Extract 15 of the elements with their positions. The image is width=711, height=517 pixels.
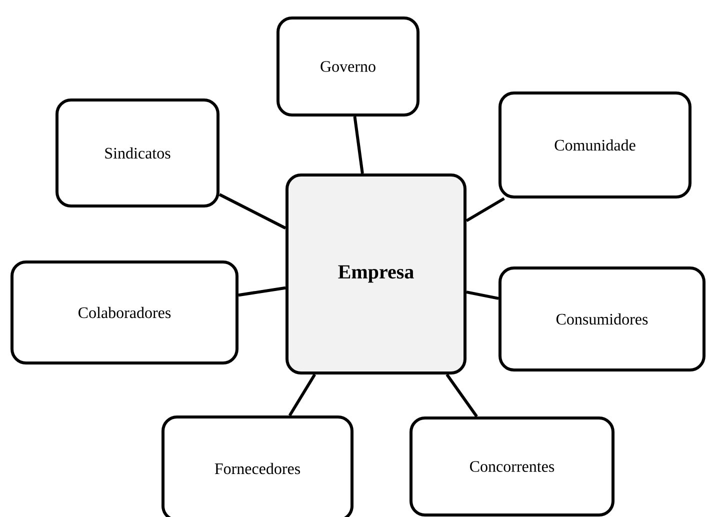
connector-line (238, 286, 286, 297)
stakeholder-box: Colaboradores (10, 260, 238, 364)
connector-line (218, 193, 286, 230)
connector-line (466, 290, 499, 300)
stakeholder-box: Concorrentes (410, 416, 614, 516)
connector-line (353, 116, 364, 174)
connector-line (446, 374, 478, 418)
stakeholder-box: Comunidade (498, 92, 692, 198)
stakeholder-box: Governo (276, 16, 420, 116)
stakeholder-box: Consumidores (498, 266, 706, 372)
stakeholder-box: Fornecedores (162, 416, 354, 517)
connector-line (288, 374, 316, 416)
connector-line (466, 197, 505, 222)
stakeholder-box: Sindicatos (56, 98, 220, 208)
center-box: Empresa (286, 174, 466, 374)
